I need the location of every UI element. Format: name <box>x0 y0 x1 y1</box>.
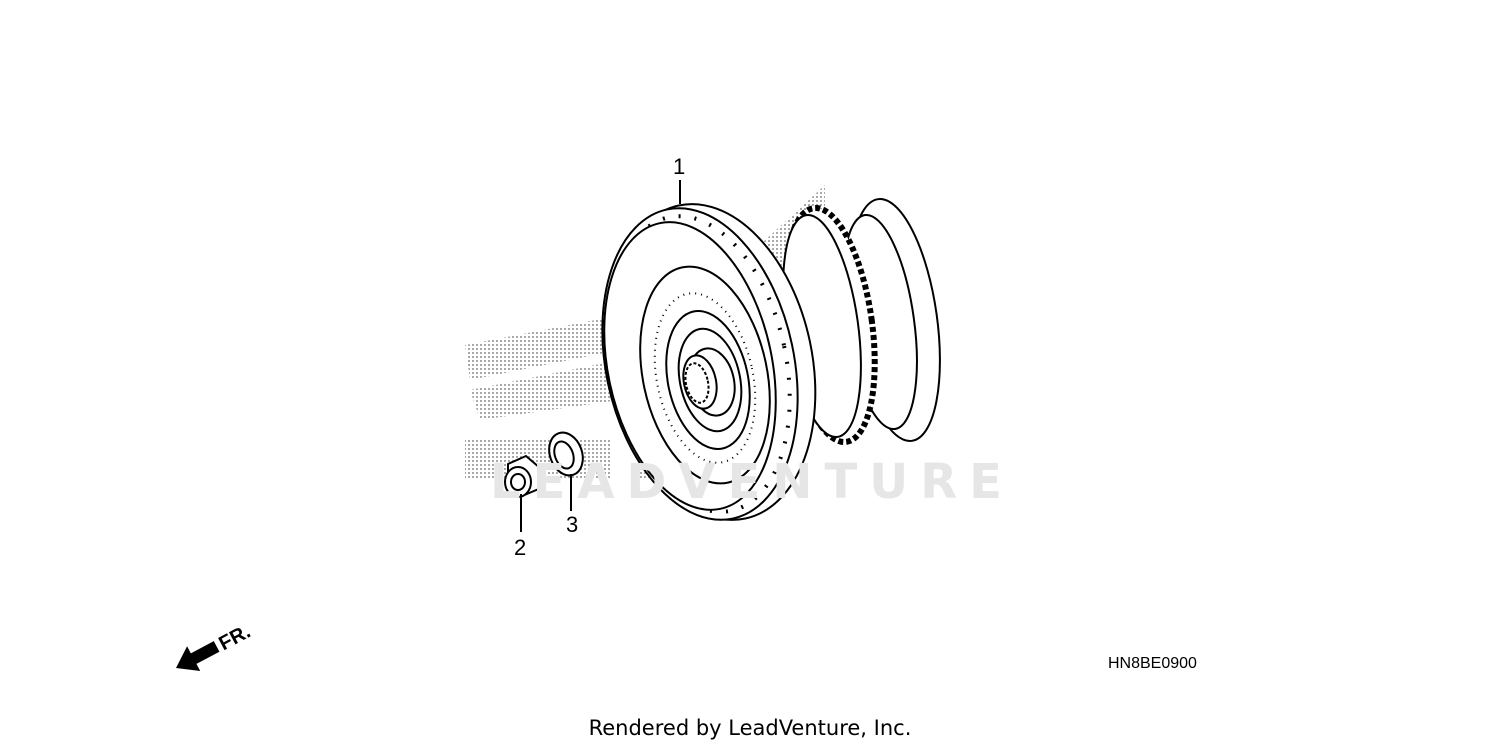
diagram-code: HN8BE0900 <box>1108 655 1197 672</box>
front-direction-arrow-icon: FR. <box>176 621 254 671</box>
part-callout-2[interactable]: 2 <box>514 535 527 560</box>
front-direction-label: FR. <box>215 621 254 656</box>
watermark-text: LEADVENTURE <box>490 454 1014 510</box>
leader-lines <box>520 180 681 532</box>
footer-credit: Rendered by LeadVenture, Inc. <box>588 716 912 740</box>
part-1-drawing[interactable] <box>575 185 953 540</box>
part-2-drawing[interactable] <box>504 454 543 498</box>
part-3-drawing[interactable] <box>543 428 588 480</box>
part-callout-1[interactable]: 1 <box>673 154 686 179</box>
part-callout-3[interactable]: 3 <box>566 512 579 537</box>
